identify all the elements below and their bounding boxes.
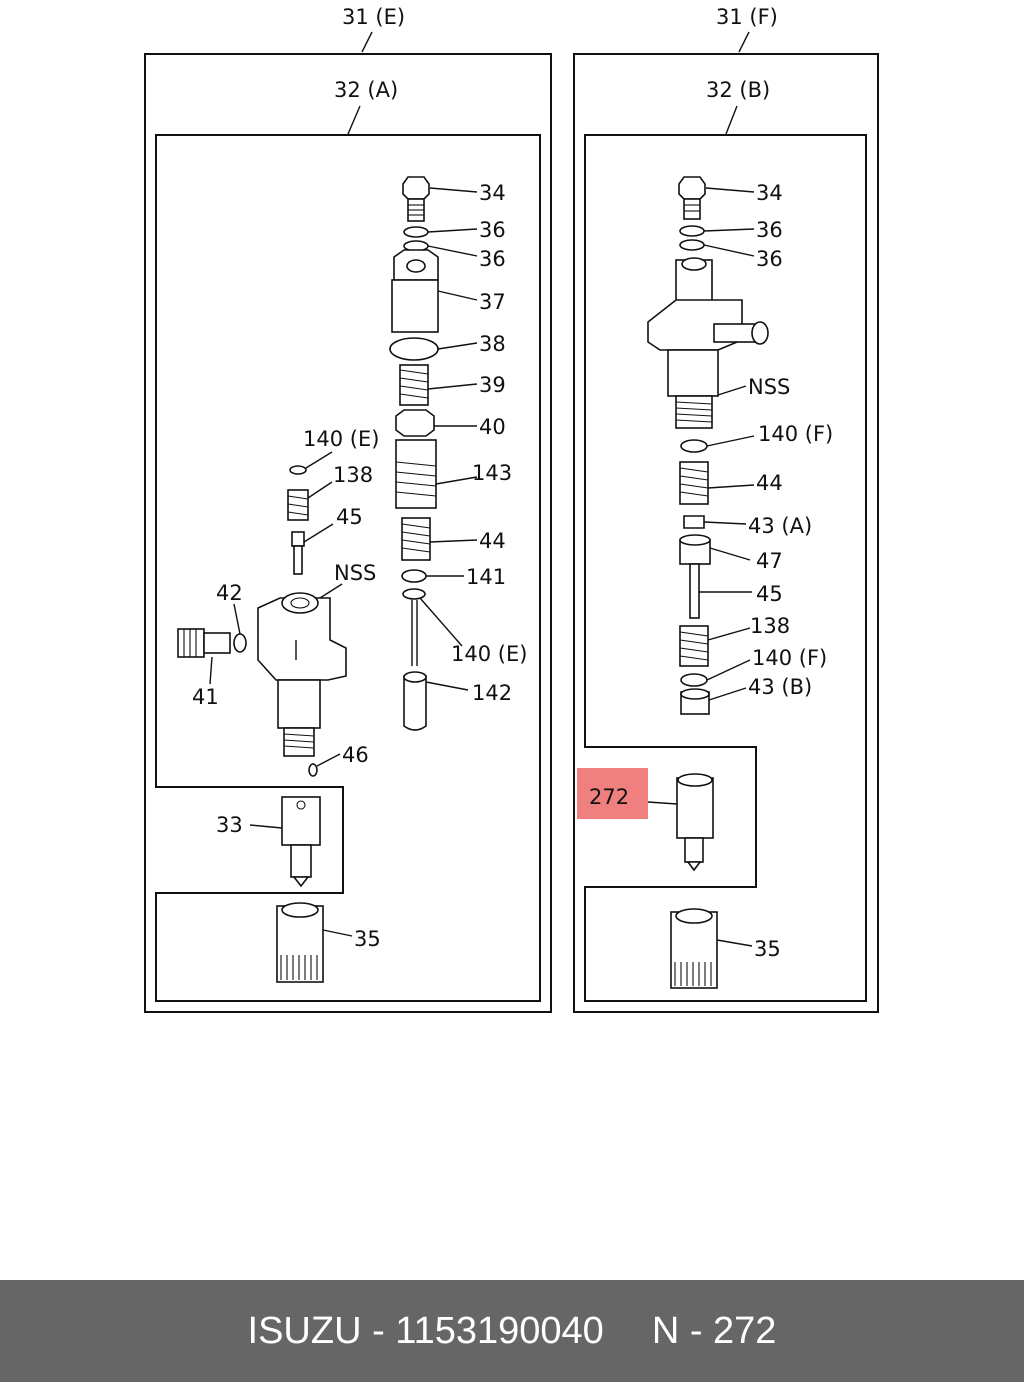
callout-32a: 32 (A) [334,78,398,102]
callout-142: 142 [472,681,512,705]
callout-35-right: 35 [754,937,781,961]
callout-nss-left: NSS [334,561,376,585]
frame-32a [155,134,541,1002]
callout-36-left-2: 36 [479,247,506,271]
callout-36-right-2: 36 [756,247,783,271]
callout-39: 39 [479,373,506,397]
callout-31e: 31 (E) [342,5,405,29]
callout-44-left: 44 [479,529,506,553]
frame-32b [584,134,867,1002]
callout-272: 272 [589,785,629,809]
callout-40: 40 [479,415,506,439]
part-39 [399,364,429,406]
part-41 [177,628,231,658]
callout-42: 42 [216,581,243,605]
callout-43b: 43 (B) [748,675,812,699]
callout-32b: 32 (B) [706,78,770,102]
part-138-right [679,625,709,667]
frame-31e [144,53,552,1013]
part-34-right [678,176,706,220]
callout-140e-bottom: 140 (E) [451,642,527,666]
callout-138-left: 138 [333,463,373,487]
part-35-right [670,908,718,989]
callout-38: 38 [479,332,506,356]
callout-141: 141 [466,565,506,589]
callout-33: 33 [216,813,243,837]
callout-37: 37 [479,290,506,314]
leader-lines [209,187,755,947]
frame-31f [573,53,879,1013]
callout-138-right: 138 [750,614,790,638]
part-45-left [291,531,305,575]
part-34-left [402,176,430,222]
callout-36-right-1: 36 [756,218,783,242]
footer-bar: ISUZU - 1153190040 N - 272 [0,1280,1024,1382]
callout-36-left-1: 36 [479,218,506,242]
callout-143: 143 [472,461,512,485]
part-35-left [276,902,324,983]
callout-35-left: 35 [354,927,381,951]
footer-diagram-reference: N - 272 [651,1309,777,1352]
injector-body-right [647,257,769,429]
callout-140e-top: 140 (E) [303,427,379,451]
part-272 [676,773,714,872]
part-143 [395,439,437,509]
callout-46: 46 [342,743,369,767]
part-47 [679,534,711,565]
callout-34-right: 34 [756,181,783,205]
callout-43a: 43 (A) [748,514,812,538]
highlight-272 [577,768,648,819]
part-138-left [287,489,309,521]
callout-45-left: 45 [336,505,363,529]
callout-34-left: 34 [479,181,506,205]
parts-diagram: 31 (E) 32 (A) 34 36 36 37 38 39 40 140 (… [144,5,879,1013]
part-44-right [679,461,709,505]
part-37 [391,249,439,333]
callout-45-right: 45 [756,582,783,606]
callout-nss-right: NSS [748,375,790,399]
callout-41: 41 [192,685,219,709]
part-33 [281,796,321,888]
injector-body-left [257,592,347,757]
part-44-left [401,517,431,561]
footer-brand-part-number: ISUZU - 1153190040 [247,1309,604,1352]
callout-31f: 31 (F) [716,5,778,29]
callout-44-right: 44 [756,471,783,495]
callout-47: 47 [756,549,783,573]
callout-140f-top: 140 (F) [758,422,833,446]
callout-140f-bottom: 140 (F) [752,646,827,670]
